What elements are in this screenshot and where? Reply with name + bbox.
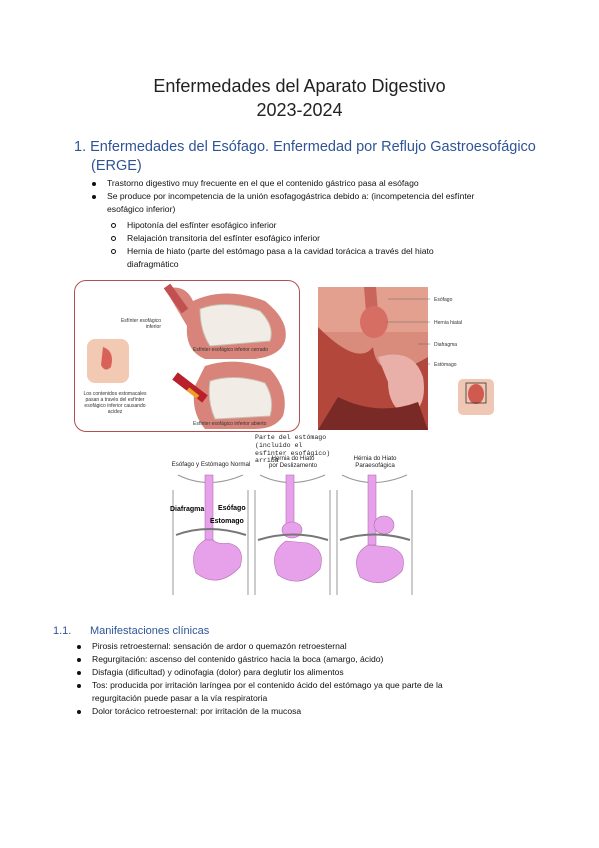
bullet-dot [77,684,81,688]
document-title: Enfermedades del Aparato Digestivo [153,76,446,96]
annotation-line: esfinter esofágico) [255,449,331,457]
annotation-line: Parte del estómago [255,434,327,441]
hernia-types-illustration [172,474,413,595]
list-item: Regurgitación: ascenso del contenido gás… [77,653,552,666]
label-estomago: Estomago [210,518,244,525]
col1-title: Esófago y Estómago Normal [171,461,251,468]
bullet-list: Trastorno digestivo muy frecuente en el … [92,177,557,216]
label-sphincter: Esfínter esofágico inferior [120,318,161,330]
bullet-dot [77,645,81,649]
list-item: Hipotonía del esfínter esofágico inferio… [111,219,547,232]
bullet-circle [111,249,116,254]
symptoms-list: Pirosis retroesternal: sensación de ardo… [77,640,552,718]
section-1-heading-line2: (ERGE) [91,158,142,174]
label-diaphragm: Diafragma [434,342,458,348]
label-stomach-contents: Los contenidos estomacales pasan a travé… [83,391,147,415]
section-1-1-number: 1.1. [53,625,72,637]
list-item: Tos: producida por irritación laríngea p… [77,679,552,692]
list-item: Pirosis retroesternal: sensación de ardo… [77,640,552,653]
list-item: Trastorno digestivo muy frecuente en el … [92,177,557,190]
section-1-heading: 1. Enfermedades del Esófago. Enfermedad … [74,138,554,176]
label-sphincter-closed: Esfínter esofágico inferior cerrado [193,347,269,353]
hernia-types-figure: Esófago y Estómago Normal Hernia do Hiat… [168,455,416,595]
label-esofago: Esófago [218,505,246,512]
list-item: Disfagia (dificultad) y odinofagia (dolo… [77,666,552,679]
sphincter-figure: Esfínter esofágico inferior Esfínter eso… [74,280,300,432]
list-item-continuation: regurgitación puede pasar a la vía respi… [92,693,268,703]
list-item-continuation: diafragmático [127,259,179,269]
bullet-circle [111,236,116,241]
label-diafragma: Diafragma [170,506,205,513]
hernia-annotation: Parte del estómago (incluido el esfinter… [255,434,365,465]
label-esophagus: Esófago [434,297,453,303]
anatomy-illustration [318,287,494,430]
label-hiatal-hernia: Hernia hiatal [434,320,463,326]
section-1-heading-line1: 1. Enfermedades del Esófago. Enfermedad … [74,139,536,155]
list-item: Relajación transitoria del esfínter esof… [111,232,547,245]
annotation-line: arriba [255,457,279,465]
list-item: Hernia de hiato (parte del estómago pasa… [111,245,547,258]
label-stomach: Estómago [434,362,457,368]
sphincter-illustration [87,283,286,429]
document-year: 2023-2024 [256,100,343,120]
list-item: Se produce por incompetencia de la unión… [92,190,557,203]
bullet-circle [111,223,116,228]
section-1-1-heading: Manifestaciones clínicas [90,625,210,637]
annotation-line: (incluido el [255,441,303,449]
hiatal-hernia-photo: Esófago Hernia hiatal Diafragma Estómago [318,287,502,430]
bullet-dot [77,671,81,675]
list-item: Dolor torácico retroesternal: por irrita… [77,705,552,718]
sub-bullet-list: Hipotonía del esfínter esofágico inferio… [111,219,547,271]
list-item-continuation: esofágico inferior) [107,204,176,214]
bullet-dot [77,658,81,662]
bullet-dot [77,710,81,714]
bullet-dot [92,195,96,199]
label-sphincter-open: Esfínter esofágico inferior abierto [193,421,267,427]
bullet-dot [92,182,96,186]
